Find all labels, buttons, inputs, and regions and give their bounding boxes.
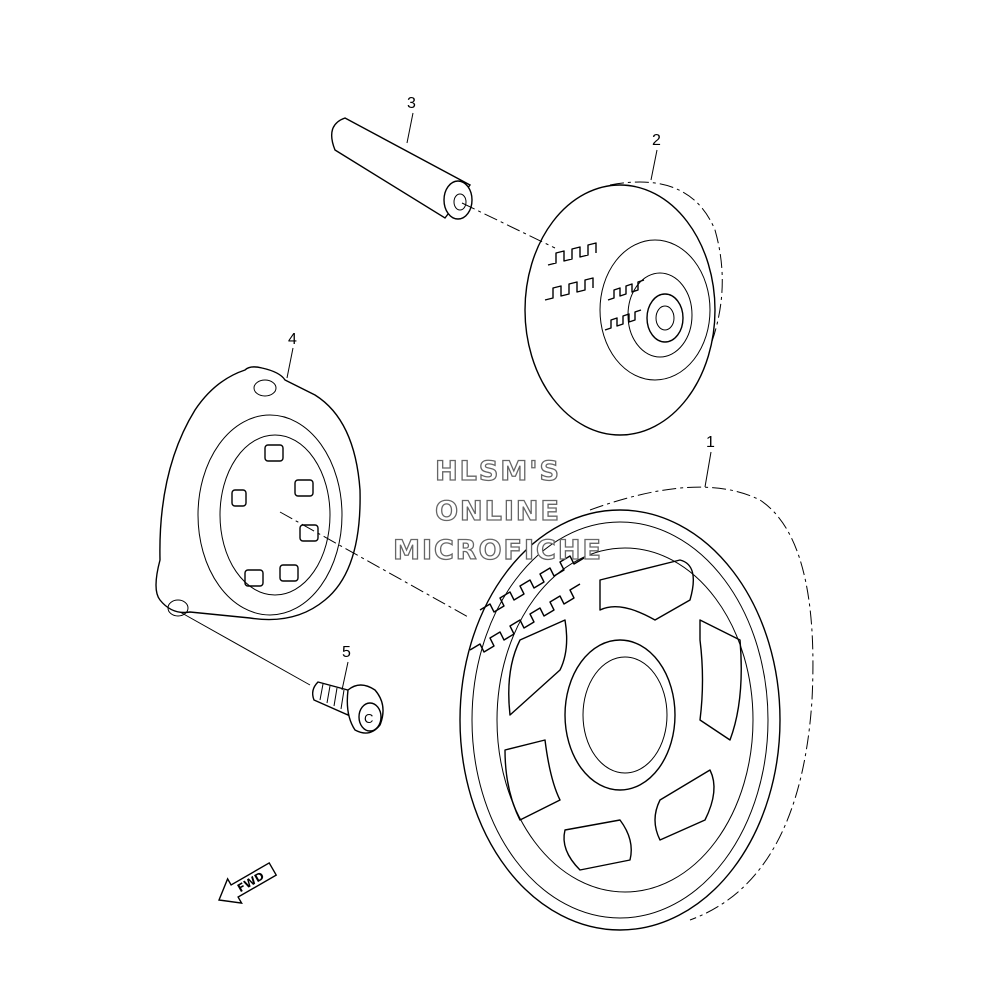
leader-1 [704, 451, 712, 488]
part-4-one-way-clutch[interactable] [155, 366, 361, 621]
callout-3: 3 [407, 95, 416, 112]
leader-5 [341, 661, 349, 691]
fwd-arrow-icon: FWD [218, 861, 278, 905]
callout-1: 1 [706, 434, 715, 451]
part-1-starter-clutch-gear[interactable] [459, 486, 814, 931]
centerline-4-1 [279, 511, 471, 619]
part-5-screw[interactable]: C [311, 681, 384, 734]
watermark-line-1: HLSM'S [435, 456, 561, 487]
watermark-line-2: ONLINE [435, 496, 561, 527]
leader-2 [650, 149, 658, 181]
callout-2: 2 [652, 132, 661, 149]
watermark: HLSM'S ONLINE MICROFICHE [392, 455, 603, 566]
part-2-idler-gear[interactable] [524, 181, 723, 436]
centerline-4-5 [179, 611, 311, 686]
part-3-shaft[interactable] [331, 117, 473, 220]
screw-head-mark: C [364, 711, 373, 726]
centerline-3-2 [461, 202, 556, 249]
leader-4 [286, 347, 294, 379]
watermark-line-3: MICROFICHE [393, 535, 603, 566]
callout-5: 5 [342, 644, 351, 661]
callout-4: 4 [288, 331, 297, 348]
leader-3 [406, 112, 414, 144]
